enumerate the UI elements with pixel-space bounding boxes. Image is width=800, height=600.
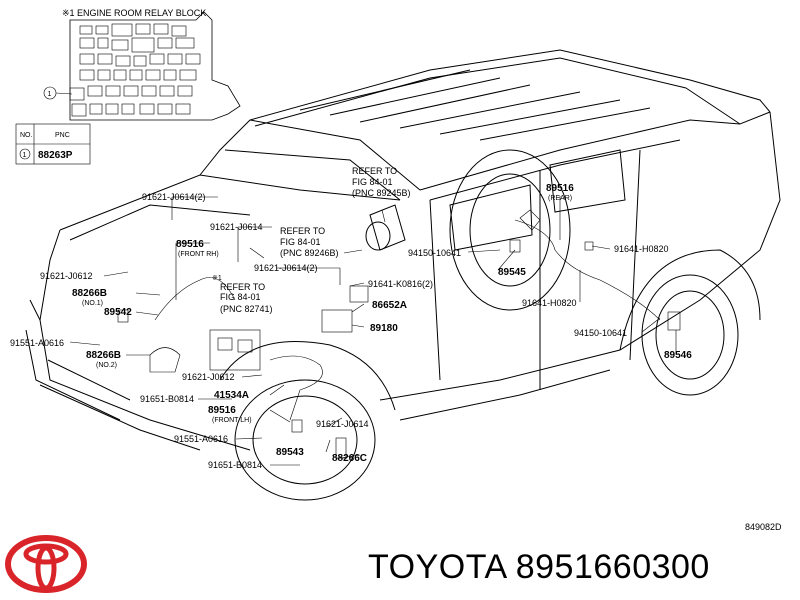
table-row-pnc: 88263P [38,150,73,161]
callout-label: 89516 [176,239,204,250]
callout-label: 89516 [546,183,574,194]
callout-label: REFER TO [220,282,265,292]
callout-label: 89546 [664,350,692,361]
table-header-no: NO. [20,132,33,139]
callout-sub: (NO.1) [82,300,103,307]
callout-label: REFER TO [352,166,397,176]
callout-label: 89542 [104,307,132,318]
callout-sub: (NO.2) [96,362,117,369]
callout-label: 89180 [370,323,398,334]
callout-sub: (FRONT RH) [178,251,219,258]
callout-label: 91621-J0614 [316,419,369,429]
buzzer-86652a [349,285,369,303]
harness-front-rh [154,277,236,321]
table-header-pnc: PNC [55,132,70,139]
callout-label: 89545 [498,267,526,278]
sensor-89546 [667,311,681,331]
bracket [149,347,181,373]
sensor-89542 [117,309,129,323]
callout-label: 88266B [72,288,107,299]
callout-label: 88266B [86,350,121,361]
computer-module [321,309,353,333]
callout-label: 94150-10641 [574,328,627,338]
callout-label: FIG 84-01 [280,237,321,247]
harness-front-lh [269,355,323,421]
callout-label: 89543 [276,447,304,458]
callout-label: REFER TO [280,226,325,236]
leader-lines [69,196,677,466]
callout-label: ※1 [212,275,222,282]
callout-label: 91551-A0616 [10,338,64,348]
callout-label: FIG 84-01 [352,177,393,187]
callout-sub: (FRONT LH) [212,417,252,424]
callout-label: (PNC 82741) [220,304,273,314]
callout-label: 91621-J0614(2) [142,192,206,202]
callout-label: 91621-J0614(2) [254,263,318,273]
callout-label: 94150-10641 [408,248,461,258]
vehicle-outline [25,49,781,501]
relay-block-cells [69,23,201,117]
callout-label: 91651-B0814 [208,460,262,470]
callout-label: 88266C [332,453,367,464]
callout-label: 91651-B0814 [140,394,194,404]
callout-label: 91641-H0820 [614,244,669,254]
brand-name: TOYOTA [368,548,506,586]
callout-label: 91641-H0820 [522,298,577,308]
part-number: 8951660300 [515,548,710,586]
sensor-89545 [509,239,521,253]
callout-sub: (REAR) [548,195,572,202]
harness-rear [514,219,661,321]
diagram-ref-code: 849082D [745,522,782,532]
toyota-logo-icon [5,535,87,593]
callout-label: 86652A [372,300,407,311]
callout-label: (PNC 89246B) [280,248,339,258]
table-row-no: 1 [23,152,27,159]
callout-label: 41534A [214,390,249,401]
relay-marker: 1 [48,91,52,98]
callout-label: 89516 [208,405,236,416]
sensor-89543 [291,419,303,433]
relay-block-inset: ※1 ENGINE ROOM RELAY BLOCK [15,8,241,165]
callout-label: 91641-K0816(2) [368,279,433,289]
callout-label: 91621-J0614 [210,222,263,232]
callout-label: 91621-J0612 [40,271,93,281]
callout-label: 91551-A0616 [174,434,228,444]
relay-block-title: ※1 ENGINE ROOM RELAY BLOCK [62,8,206,18]
callout-label: FIG 84-01 [220,292,261,302]
callout-label: (PNC 89245B) [352,188,411,198]
abs-actuator [209,329,261,371]
components [117,209,681,459]
callout-labels: 91621-J0614(2) 91621-J0614 89516 (FRONT … [10,166,692,470]
footer-part-title: TOYOTA 8951660300 [368,548,710,587]
callout-label: 91621-J0612 [182,372,235,382]
